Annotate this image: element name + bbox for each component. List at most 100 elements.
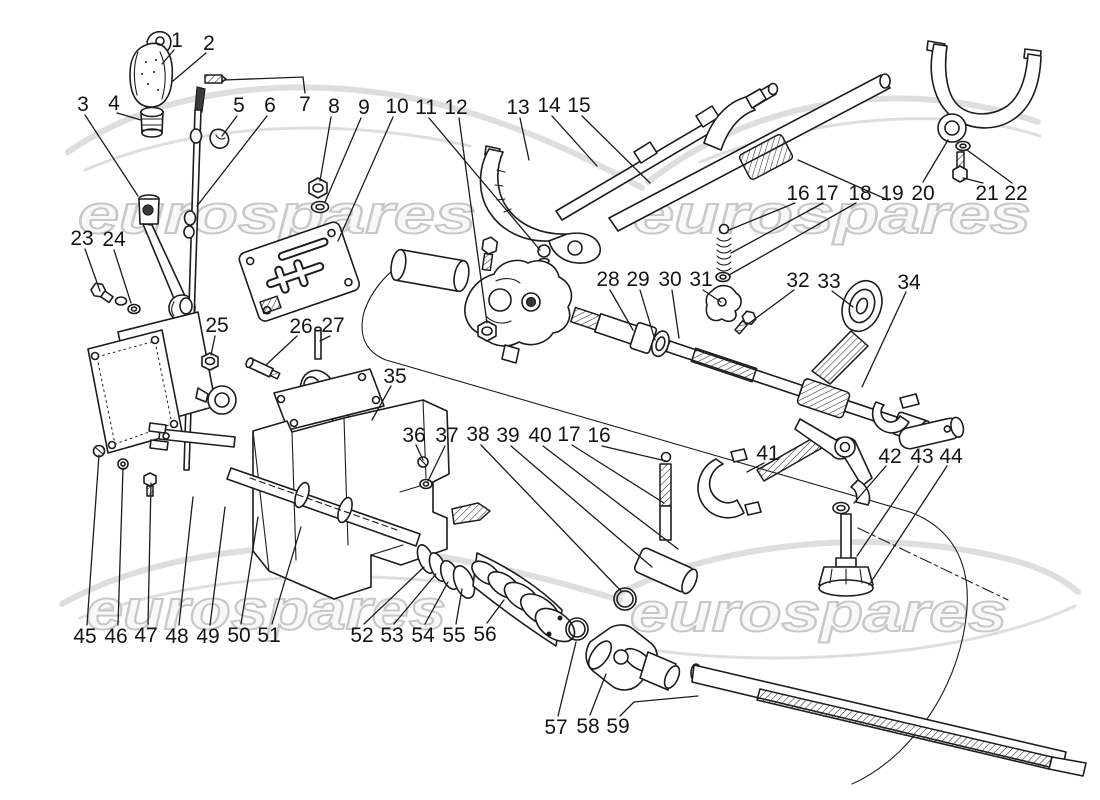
callout-leader-17	[571, 444, 665, 504]
callout-leader-13	[519, 117, 530, 161]
retainer-clip	[209, 128, 230, 149]
callout-leader-51	[271, 526, 302, 625]
callout-37: 37	[435, 424, 458, 447]
callout-leader-10	[337, 116, 394, 242]
callout-leader-16	[601, 445, 667, 462]
fork-washer	[955, 140, 971, 152]
callout-leader-40	[542, 445, 679, 550]
watermark-text-4: eurospares	[630, 581, 1007, 643]
callout-26: 26	[289, 315, 312, 338]
watermark-swoosh-bottom-right	[615, 539, 1081, 660]
callout-47: 47	[134, 624, 157, 647]
fork-rail-lower	[608, 73, 891, 232]
clevis-rod	[148, 422, 236, 451]
callout-41: 41	[756, 442, 779, 465]
fork-screw	[952, 151, 968, 183]
callout-leader-27	[319, 335, 331, 342]
callout-49: 49	[196, 625, 219, 648]
callout-38: 38	[466, 423, 489, 446]
callout-36: 36	[402, 424, 425, 447]
callout-leader-49	[209, 506, 226, 626]
callout-leader-22	[966, 149, 1013, 184]
plate-bolts	[90, 282, 141, 315]
detent-plunger	[613, 547, 698, 611]
callout-45: 45	[73, 625, 96, 648]
callout-23: 23	[70, 227, 93, 250]
callout-leader-26	[265, 335, 298, 366]
shift-gate-plate	[238, 221, 361, 322]
callout-leader-41	[746, 462, 765, 473]
callout-leader-8	[319, 116, 332, 182]
callout-44: 44	[939, 445, 963, 468]
callout-leader-43	[856, 465, 919, 557]
callout-leader-52	[363, 566, 425, 625]
shift-fork-right	[926, 40, 1042, 143]
callout-21: 21	[975, 182, 998, 205]
callout-17: 17	[557, 423, 580, 446]
callout-leader-50	[240, 516, 259, 625]
splined-shaft	[690, 663, 1087, 777]
callout-leader-57	[557, 641, 577, 717]
callout-16: 16	[786, 182, 809, 205]
watermark-text-1: eurospares	[78, 183, 476, 245]
callout-leader-11	[428, 117, 541, 251]
callout-16: 16	[587, 424, 610, 447]
callout-31: 31	[689, 268, 712, 291]
rocker-arm	[794, 418, 873, 506]
callout-59: 59	[606, 715, 629, 738]
vent-screw	[417, 456, 433, 490]
callout-32: 32	[786, 269, 809, 292]
callout-39: 39	[496, 424, 519, 447]
callout-3: 3	[77, 93, 89, 116]
shift-fork-left	[479, 145, 601, 264]
callout-17: 17	[815, 182, 838, 205]
callout-leader-42	[853, 465, 887, 504]
callout-leader-9	[324, 117, 362, 203]
pushrod-assembly	[818, 501, 874, 597]
callout-43: 43	[910, 445, 933, 468]
callout-leader-39	[510, 445, 653, 568]
callout-leader-47	[147, 482, 152, 625]
callout-leader-7	[223, 76, 306, 94]
callout-leader-21	[962, 177, 984, 184]
callout-35: 35	[383, 365, 406, 388]
callout-leader-56	[486, 599, 505, 624]
callout-leader-54	[424, 581, 449, 625]
callout-30: 30	[658, 268, 681, 291]
callout-24: 24	[102, 228, 126, 251]
detent-ball-pin	[659, 451, 672, 541]
callout-22: 22	[1004, 182, 1027, 205]
callout-leader-24	[113, 249, 132, 304]
callout-leader-29	[639, 289, 656, 341]
dowel-pin	[314, 326, 322, 360]
gear-knob	[129, 30, 174, 108]
housing-rail	[226, 467, 421, 547]
stud	[245, 357, 281, 380]
callout-56: 56	[473, 623, 496, 646]
washer	[310, 200, 330, 214]
set-screw	[204, 74, 227, 84]
boot-oring	[565, 617, 589, 641]
knob-bushing	[140, 106, 164, 138]
callout-6: 6	[264, 94, 276, 117]
callout-leader-48	[178, 496, 194, 626]
callout-11: 11	[415, 96, 437, 119]
shaft-clamp-fork	[871, 393, 920, 434]
selector-housing	[252, 368, 491, 600]
callout-leader-5	[221, 115, 238, 137]
callout-leader-34	[861, 291, 907, 388]
chassis-reference-outline	[361, 255, 1009, 785]
callout-55: 55	[442, 624, 465, 647]
callout-leader-2	[172, 52, 207, 82]
joint-lower-bolt	[477, 320, 497, 342]
callout-8: 8	[328, 95, 340, 118]
callout-leader-59	[619, 695, 699, 717]
callout-leader-20	[922, 139, 949, 183]
callout-leader-45	[86, 454, 100, 626]
selector-finger	[705, 284, 742, 323]
callout-leader-17	[730, 202, 824, 254]
callout-14: 14	[537, 94, 561, 117]
pivot-cylinder	[898, 416, 965, 450]
callout-19: 19	[880, 182, 903, 205]
